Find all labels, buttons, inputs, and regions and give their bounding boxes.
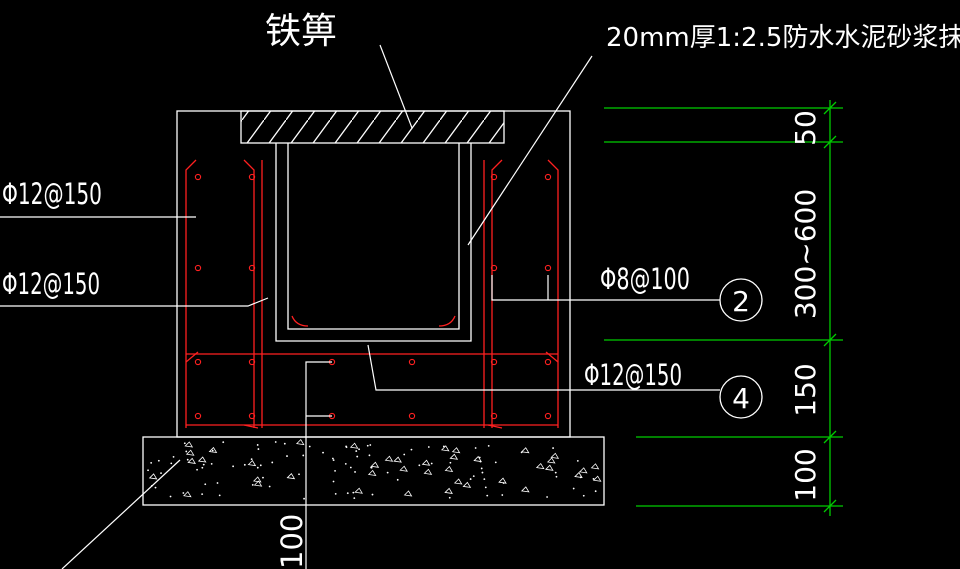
dim-base-text: 100 — [789, 448, 822, 501]
rebar-wall-outer-label: Φ12@150 — [2, 177, 102, 211]
rebar-hook-right — [545, 351, 559, 363]
iron-grate — [240, 110, 505, 144]
dim-top-text: 50 — [789, 110, 822, 146]
bottom-cut-dimension: 100 — [275, 514, 309, 569]
iron-grate-label: 铁箅 — [265, 11, 337, 52]
rebar-left-outer — [185, 159, 197, 428]
leader-lines — [0, 44, 720, 569]
callout-4: 4 — [719, 375, 763, 419]
leader-plaster — [467, 55, 593, 246]
concrete-body-outline — [176, 110, 571, 438]
rebar-stirrup-label: Φ8@100 — [600, 262, 690, 296]
rebar-group — [185, 159, 559, 429]
leader-vertical-bottom — [305, 361, 332, 569]
channel-inner-line — [287, 143, 460, 330]
dim-ticks — [823, 101, 837, 513]
leader-gravel — [61, 459, 181, 569]
gravel-base — [142, 436, 605, 506]
leader-stirrup — [491, 275, 720, 301]
rebar-wall-inner-label: Φ12@150 — [2, 267, 100, 301]
gravel-speckles — [147, 438, 602, 500]
rebar-hook-left — [185, 351, 199, 363]
dimension-lines — [604, 100, 843, 516]
rebar-right-inner-b — [491, 159, 503, 428]
plaster-note-label: 20mm厚1:2.5防水水泥砂浆抹面 — [606, 23, 960, 53]
rebar-bottom-hooks — [243, 424, 503, 429]
callout-2: 2 — [719, 278, 763, 322]
rebar-bottom-label: Φ12@150 — [584, 358, 682, 392]
dim-slab-text: 150 — [789, 363, 822, 416]
rebar-corner-left — [291, 315, 309, 327]
callout-4-text: 4 — [732, 382, 750, 415]
rebar-right-outer — [547, 159, 559, 428]
gravel-base-outline — [142, 436, 605, 506]
rebar-dots — [194, 173, 552, 420]
callout-2-text: 2 — [732, 285, 750, 318]
channel-outer-line — [275, 143, 472, 342]
leader-rebar-wall-inner — [0, 297, 269, 307]
rebar-corner-right — [438, 315, 456, 327]
leader-bottom-rebar — [367, 344, 720, 391]
dim-middle-text: 300~600 — [789, 189, 822, 319]
rebar-left-inner-a — [243, 159, 255, 428]
leader-iron-grate — [379, 44, 413, 129]
